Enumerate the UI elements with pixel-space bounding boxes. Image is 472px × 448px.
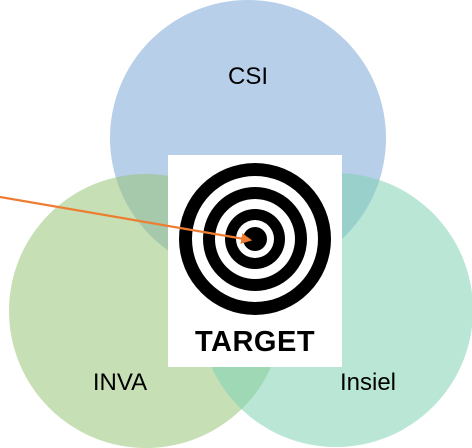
venn-label-insiel: Insiel bbox=[340, 369, 396, 396]
venn-label-inva: INVA bbox=[93, 369, 147, 396]
target-image: TARGET bbox=[168, 155, 342, 367]
bullseye-target-icon bbox=[179, 163, 331, 315]
arrow-icon bbox=[0, 195, 253, 244]
venn-label-csi: CSI bbox=[228, 63, 268, 90]
target-caption: TARGET bbox=[195, 326, 315, 358]
